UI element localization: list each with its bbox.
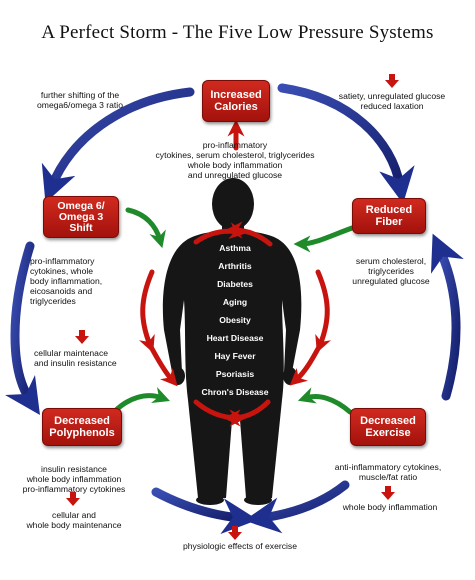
blue-arrow-top-right bbox=[277, 83, 415, 204]
small-arrow-polyphenols bbox=[66, 492, 80, 506]
note-omega-effect: pro-inflammatory cytokines, whole body i… bbox=[30, 256, 103, 306]
condition-label: Psoriasis bbox=[215, 369, 255, 379]
red-body-arrow-3 bbox=[138, 269, 155, 353]
condition-label: Asthma bbox=[219, 243, 251, 253]
note-bottom: physiologic effects of exercise bbox=[182, 541, 297, 551]
condition-label: Chron's Disease bbox=[201, 387, 269, 397]
small-arrow-top-right bbox=[385, 74, 399, 88]
small-arrow-bottom bbox=[228, 526, 242, 540]
condition-label: Obesity bbox=[219, 315, 251, 325]
blue-arrow-left bbox=[5, 241, 40, 415]
red-body-arrow-2 bbox=[225, 221, 273, 247]
condition-label: Arthritis bbox=[218, 261, 252, 271]
condition-label: Diabetes bbox=[217, 279, 253, 289]
note-exercise-effect: anti-inflammatory cytokines, muscle/fat … bbox=[334, 462, 442, 482]
small-arrow-omega bbox=[75, 330, 89, 344]
note-polyphenols-result: cellular and whole body maintenance bbox=[26, 510, 122, 530]
box-increased-calories: Increased Calories bbox=[202, 80, 270, 122]
red-body-arrow-5 bbox=[315, 269, 332, 353]
green-arrow-fiber bbox=[293, 225, 355, 253]
small-arrow-exercise bbox=[381, 486, 395, 500]
red-body-arrow-8 bbox=[223, 399, 271, 427]
diagram-title: A Perfect Storm - The Five Low Pressure … bbox=[41, 22, 434, 43]
note-top-left: further shifting of the omega6/omega 3 r… bbox=[37, 90, 123, 110]
note-fiber-effect: serum cholesterol, triglycerides unregul… bbox=[352, 256, 430, 286]
condition-label: Hay Fever bbox=[214, 351, 256, 361]
box-reduced-fiber: Reduced Fiber bbox=[352, 198, 426, 234]
green-arrow-omega bbox=[125, 207, 166, 249]
note-omega-result: cellular maintenace and insulin resistan… bbox=[34, 348, 117, 368]
note-polyphenols-effect: insulin resistance whole body inflammati… bbox=[22, 464, 126, 494]
note-top-right: satiety, unregulated glucose reduced lax… bbox=[338, 91, 446, 111]
note-exercise-result: whole body inflammation bbox=[342, 502, 438, 512]
condition-label: Aging bbox=[222, 297, 248, 307]
red-body-arrow-4 bbox=[147, 342, 178, 387]
green-arrow-polyphenols bbox=[111, 387, 170, 415]
blue-arrow-bottom-left bbox=[151, 487, 258, 535]
box-decreased-polyphenols: Decreased Polyphenols bbox=[42, 408, 122, 446]
red-body-arrow-6 bbox=[289, 342, 323, 386]
green-arrow-exercise bbox=[297, 387, 353, 415]
blue-arrow-top-left bbox=[41, 87, 195, 203]
box-decreased-exercise: Decreased Exercise bbox=[350, 408, 426, 446]
condition-label: Heart Disease bbox=[206, 333, 264, 343]
note-calories-effect: pro-inflammatory cytokines, serum choles… bbox=[155, 140, 315, 180]
blue-arrow-right bbox=[430, 233, 464, 401]
box-omega-shift: Omega 6/ Omega 3 Shift bbox=[43, 196, 119, 238]
blue-arrow-bottom-right bbox=[244, 480, 350, 534]
